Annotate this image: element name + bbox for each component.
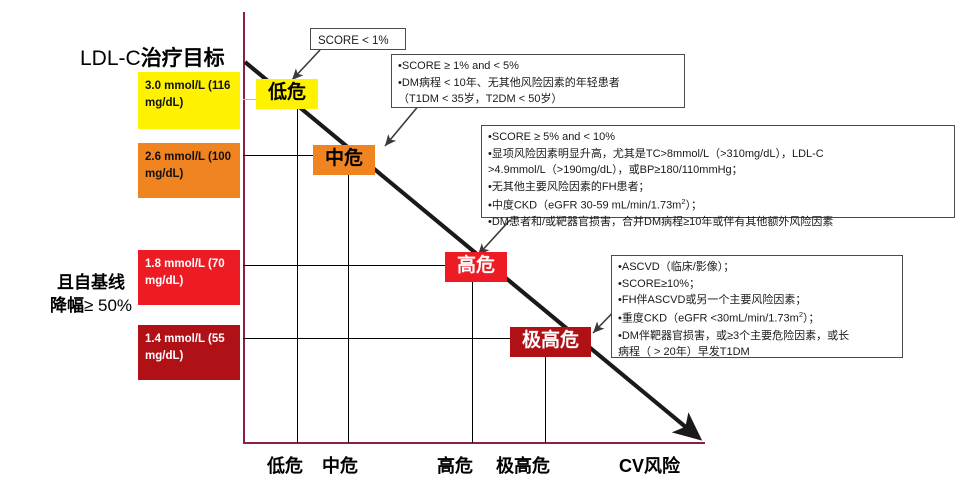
callout-moderate-risk: •SCORE ≥ 1% and < 5% •DM病程 < 10年、无其他风险因素… xyxy=(391,54,685,108)
callout-very-high-risk: •ASCVD（临床/影像）； •SCORE≥10%； •FH伴ASCVD或另一个… xyxy=(611,255,903,358)
risk-pill-high-label: 高危 xyxy=(457,255,496,276)
x-axis-tick-low: 低危 xyxy=(267,456,303,476)
callout-low-risk: SCORE < 1% xyxy=(310,28,406,50)
x-axis-tick-moderate: 中危 xyxy=(322,456,358,476)
gridline-vertical-2 xyxy=(348,155,349,443)
x-axis-tick-high: 高危 xyxy=(437,456,473,476)
ldl-target-text-2-6: 2.6 mmol/L (100 mg/dL) xyxy=(145,151,232,180)
callout-high-risk-line-1: •显项风险因素明显升高，尤其是TC>8mmol/L（>310mg/dL），LDL… xyxy=(488,147,824,160)
y-axis-label-line2-rest: ≥ 50% xyxy=(83,295,133,315)
callout-moderate-risk-line-2: （T1DM < 35岁，T2DM < 50岁） xyxy=(398,93,563,106)
risk-pill-moderate-label: 中危 xyxy=(325,148,364,169)
ldl-target-box-1-4: 1.4 mmol/L (55 mg/dL) xyxy=(138,325,240,380)
ldl-target-box-3-0: 3.0 mmol/L (116 mg/dL) xyxy=(138,72,240,129)
ldl-target-box-2-6: 2.6 mmol/L (100 mg/dL) xyxy=(138,143,240,198)
x-axis-tick-very-high: 极高危 xyxy=(496,456,550,476)
callout-high-risk-line-0: •SCORE ≥ 5% and < 10% xyxy=(488,131,615,143)
callout-very-high-risk-line-4: •DM伴靶器官损害，或≥3个主要危险因素，或长 xyxy=(618,329,850,342)
callout-very-high-risk-line-0: •ASCVD（临床/影像）； xyxy=(618,261,735,273)
gridline-vertical-1 xyxy=(297,99,298,443)
ldl-target-text-1-4: 1.4 mmol/L (55 mg/dL) xyxy=(145,333,225,362)
callout-high-risk-line-5: •DM患者和/或靶器官损害，合并DM病程≥10年或伴有其他额外风险因素 xyxy=(488,216,834,229)
page-title-cjk: 治疗目标 xyxy=(140,47,225,70)
callout-low-risk-line-0: SCORE < 1% xyxy=(318,35,389,47)
y-axis xyxy=(243,12,245,444)
y-axis-label-line2-cjk: 降幅 xyxy=(49,295,84,315)
risk-pill-very-high-label: 极高危 xyxy=(522,330,580,351)
callout-moderate-risk-line-1: •DM病程 < 10年、无其他风险因素的年轻患者 xyxy=(398,76,620,89)
callout-high-risk-line-2: >4.9mmol/L（>190mg/dL），或BP≥180/110mmHg； xyxy=(488,164,743,177)
ldl-target-box-1-8: 1.8 mmol/L (70 mg/dL) xyxy=(138,250,240,305)
gridline-horizontal-4 xyxy=(243,338,546,339)
y-axis-label-line2: 降幅≥ 50% xyxy=(36,295,146,318)
risk-pill-very-high: 极高危 xyxy=(510,327,592,357)
risk-pill-low: 低危 xyxy=(256,79,319,109)
callout-very-high-risk-line-3: •重度CKD（eGFR <30mL/min/1.73m2）； xyxy=(618,310,820,325)
callout-high-risk-line-3: •无其他主要风险因素的FH患者； xyxy=(488,181,650,194)
y-axis-label: 且自基线 降幅≥ 50% xyxy=(36,272,146,318)
risk-pill-high: 高危 xyxy=(445,252,508,282)
callout-very-high-risk-line-1: •SCORE≥10%； xyxy=(618,277,701,290)
x-axis-title: CV风险 xyxy=(619,456,681,476)
risk-pill-low-label: 低危 xyxy=(268,82,307,103)
ldl-target-text-1-8: 1.8 mmol/L (70 mg/dL) xyxy=(145,258,225,287)
ldl-target-text-3-0: 3.0 mmol/L (116 mg/dL) xyxy=(145,80,231,109)
page-title-latin: LDL-C xyxy=(80,47,141,70)
callout-very-high-risk-line-2: •FH伴ASCVD或另一个主要风险因素； xyxy=(618,294,807,307)
risk-pill-moderate: 中危 xyxy=(313,145,376,175)
x-axis xyxy=(243,442,705,444)
gridline-vertical-3 xyxy=(472,265,473,443)
callout-very-high-risk-line-5: 病程（ > 20年）早发T1DM xyxy=(618,346,750,359)
callout-moderate-risk-line-0: •SCORE ≥ 1% and < 5% xyxy=(398,60,519,72)
gridline-horizontal-3 xyxy=(243,265,473,266)
callout-high-risk-line-4: •中度CKD（eGFR 30-59 mL/min/1.73m2）； xyxy=(488,196,703,212)
callout-high-risk: •SCORE ≥ 5% and < 10% •显项风险因素明显升高，尤其是TC>… xyxy=(481,125,955,228)
page-title: LDL-C治疗目标 xyxy=(80,42,225,72)
y-axis-label-line1: 且自基线 xyxy=(57,273,125,292)
